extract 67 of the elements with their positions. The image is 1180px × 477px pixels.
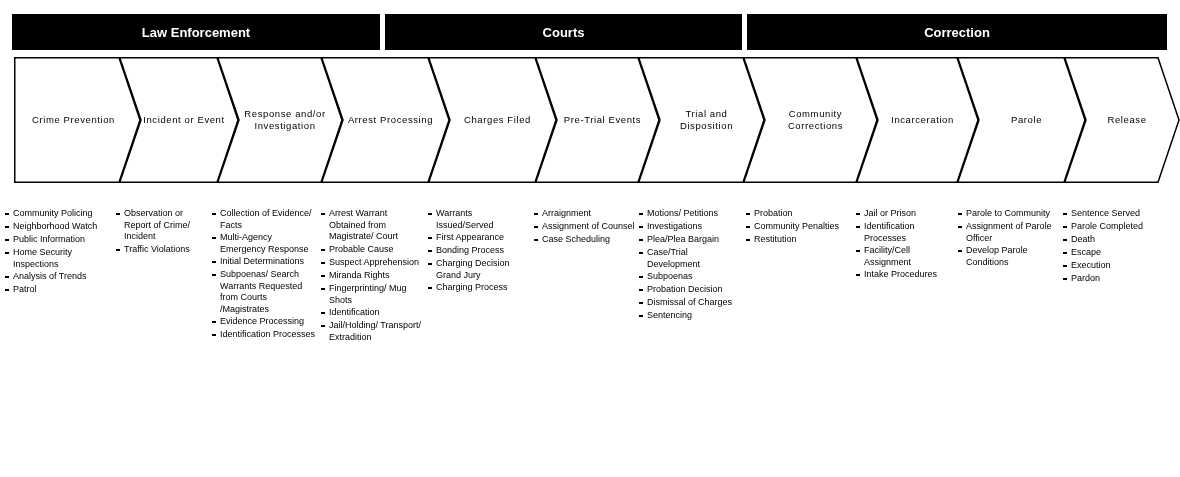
- list-item: Initial Determinations: [211, 256, 317, 268]
- list-item: Identification Processes: [855, 221, 954, 244]
- list-item: Probable Cause: [320, 244, 424, 256]
- list-item: Intake Procedures: [855, 269, 954, 281]
- list-item: Assignment of Counsel: [533, 221, 635, 233]
- list-item: Probation: [745, 208, 852, 220]
- stage-label: Pre-Trial Events: [562, 114, 643, 126]
- list-item: Assignment of Parole Officer: [957, 221, 1059, 244]
- list-item: Community Penalties: [745, 221, 852, 233]
- list-item: Charging Process: [427, 282, 530, 294]
- list-item: Investigations: [638, 221, 742, 233]
- stage-label: Charges Filed: [463, 114, 532, 126]
- list-item: Plea/Plea Bargain: [638, 234, 742, 246]
- list-item: Escape: [1062, 247, 1173, 259]
- list-item: Case/Trial Development: [638, 247, 742, 270]
- list-item: Restitution: [745, 234, 852, 246]
- list-item: Community Policing: [4, 208, 112, 220]
- list-item: Jail/Holding/ Transport/ Extradition: [320, 320, 424, 343]
- list-item: Suspect Apprehension: [320, 257, 424, 269]
- list-item: Miranda Rights: [320, 270, 424, 282]
- list-item: Neighborhood Watch: [4, 221, 112, 233]
- list-item: Execution: [1062, 260, 1173, 272]
- list-item: Parole to Community: [957, 208, 1059, 220]
- stage-label: Incarceration: [890, 114, 955, 126]
- stage-label: Trial and Disposition: [678, 108, 735, 132]
- list-item: Evidence Processing: [211, 316, 317, 328]
- list-item: Fingerprinting/ Mug Shots: [320, 283, 424, 306]
- list-item: Motions/ Petitions: [638, 208, 742, 220]
- list-item: Patrol: [4, 284, 112, 296]
- list-item: Traffic Violations: [115, 244, 208, 256]
- list-item: Sentence Served: [1062, 208, 1173, 220]
- list-item: Home Security Inspections: [4, 247, 112, 270]
- list-item: Facility/Cell Assignment: [855, 245, 954, 268]
- list-item: Multi-Agency Emergency Response: [211, 232, 317, 255]
- list-item: Pardon: [1062, 273, 1173, 285]
- stage-label: Crime Prevention: [31, 114, 116, 126]
- list-item: Subpoenas: [638, 271, 742, 283]
- section-header-bar: Courts: [385, 14, 742, 50]
- stage-label: Community Corrections: [786, 108, 845, 132]
- list-item: Death: [1062, 234, 1173, 246]
- list-item: Jail or Prison: [855, 208, 954, 220]
- list-item: Analysis of Trends: [4, 271, 112, 283]
- stage-label: Parole: [1009, 114, 1044, 126]
- list-item: Public Information: [4, 234, 112, 246]
- list-item: Arraignment: [533, 208, 635, 220]
- list-item: Develop Parole Conditions: [957, 245, 1059, 268]
- stage-label: Release: [1106, 114, 1148, 126]
- list-item: Case Scheduling: [533, 234, 635, 246]
- list-item: Dismissal of Charges: [638, 297, 742, 309]
- list-item: Identification Processes: [211, 329, 317, 341]
- list-item: Arrest Warrant Obtained from Magistrate/ Court: [320, 208, 424, 243]
- section-header-bar: Law Enforcement: [12, 14, 380, 50]
- stage-label: Incident or Event: [143, 114, 225, 126]
- list-item: Observation or Report of Crime/ Incident: [115, 208, 208, 243]
- list-item: Parole Completed: [1062, 221, 1173, 233]
- list-item: Identification: [320, 307, 424, 319]
- section-header-bar: Correction: [747, 14, 1167, 50]
- stage-label: Response and/or Investigation: [243, 108, 327, 132]
- list-item: Warrants Issued/Served: [427, 208, 530, 231]
- list-item: Charging Decision Grand Jury: [427, 258, 530, 281]
- list-item: Probation Decision: [638, 284, 742, 296]
- stage-label: Arrest Processing: [346, 114, 435, 126]
- list-item: Sentencing: [638, 310, 742, 322]
- list-item: Subpoenas/ Search Warrants Requested from Courts /Magistrates: [211, 269, 317, 315]
- list-item: Collection of Evidence/ Facts: [211, 208, 317, 231]
- list-item: First Appearance: [427, 232, 530, 244]
- list-item: Bonding Process: [427, 245, 530, 257]
